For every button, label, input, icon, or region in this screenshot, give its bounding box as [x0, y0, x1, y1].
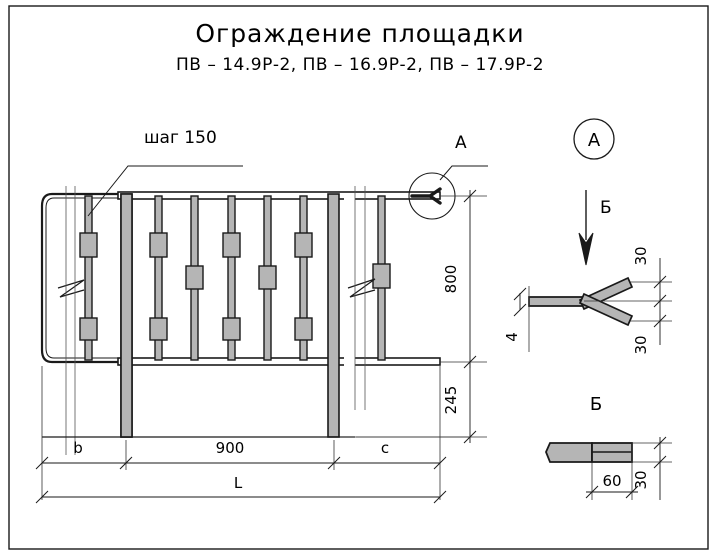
support-post [344, 194, 355, 437]
detail-b: Б 60 30 [545, 394, 672, 500]
section-arrow-label: Б [600, 198, 612, 218]
baluster-collar [79, 317, 98, 341]
baluster-group [79, 195, 391, 361]
baluster [84, 195, 93, 361]
dim-tick [35, 490, 49, 504]
dim-tick [653, 436, 667, 450]
dim-tick [35, 456, 49, 470]
dim-tick [653, 294, 667, 308]
baluster-collar [79, 232, 98, 258]
step-leader-line [87, 165, 243, 217]
dim-total-length: L [234, 474, 243, 492]
support-post [327, 193, 340, 438]
detail-callout-label: А [455, 133, 467, 153]
step-label: шаг 150 [144, 128, 217, 148]
bottom-rail [117, 357, 441, 366]
dim-tick [433, 456, 447, 470]
dim-tick [653, 455, 667, 469]
baluster-collar [372, 263, 391, 289]
fork-symbol-icon [410, 187, 442, 205]
dim-height-post: 245 [442, 386, 460, 415]
support-post [120, 193, 133, 438]
detail-a: А Б 4 30 30 [503, 118, 672, 355]
baluster-collar [222, 317, 241, 341]
dim-plate-width: 60 [602, 472, 621, 490]
baluster-collar [149, 317, 168, 341]
frame-left-rounded-end-inner [45, 197, 120, 359]
dim-tick [653, 314, 667, 328]
top-rail [117, 191, 441, 200]
dim-tick [433, 490, 447, 504]
dim-tick [463, 189, 477, 203]
baluster-collar [185, 265, 204, 290]
dim-plate-height: 30 [632, 470, 650, 489]
dim-left-margin: b [73, 439, 83, 457]
dim-upper-branch: 30 [632, 246, 650, 265]
dim-tick [513, 303, 527, 317]
baluster-collar [149, 232, 168, 258]
section-arrow-head [578, 232, 594, 266]
fork-lower-branch [578, 292, 634, 327]
detail-callout-leader [439, 165, 488, 181]
sheet-border [8, 5, 709, 550]
break-line-right [347, 278, 376, 298]
dim-tick [513, 287, 527, 301]
detail-a-balloon-label: А [588, 130, 601, 151]
dim-tick [327, 456, 341, 470]
detail-a-balloon-circle [573, 118, 615, 160]
drawing-subtitle: ПВ – 14.9Р-2, ПВ – 16.9Р-2, ПВ – 17.9Р-2 [176, 55, 544, 75]
main-view: шаг 150 А 800 245 [35, 128, 488, 504]
dim-right-margin: c [381, 439, 389, 457]
dim-thickness: 4 [503, 332, 521, 342]
dim-tick [119, 456, 133, 470]
baluster-collar [222, 232, 241, 258]
baluster-collar [294, 317, 313, 341]
baluster-collar [258, 265, 277, 290]
dim-height-rail: 800 [442, 265, 460, 294]
fork-stem [528, 296, 585, 307]
dim-tick [625, 485, 639, 499]
baluster [154, 195, 163, 361]
drawing-title: Ограждение площадки [195, 19, 524, 48]
dim-tick [585, 485, 599, 499]
frame-left-rounded-end [40, 192, 120, 364]
baluster [299, 195, 308, 361]
break-line-left [57, 279, 85, 298]
baluster-collar [294, 232, 313, 258]
dim-span: 900 [216, 439, 245, 457]
detail-b-title: Б [590, 394, 602, 415]
baluster [227, 195, 236, 361]
plate-left-body [545, 442, 593, 463]
dim-lower-branch: 30 [632, 335, 650, 354]
dim-tick [653, 275, 667, 289]
